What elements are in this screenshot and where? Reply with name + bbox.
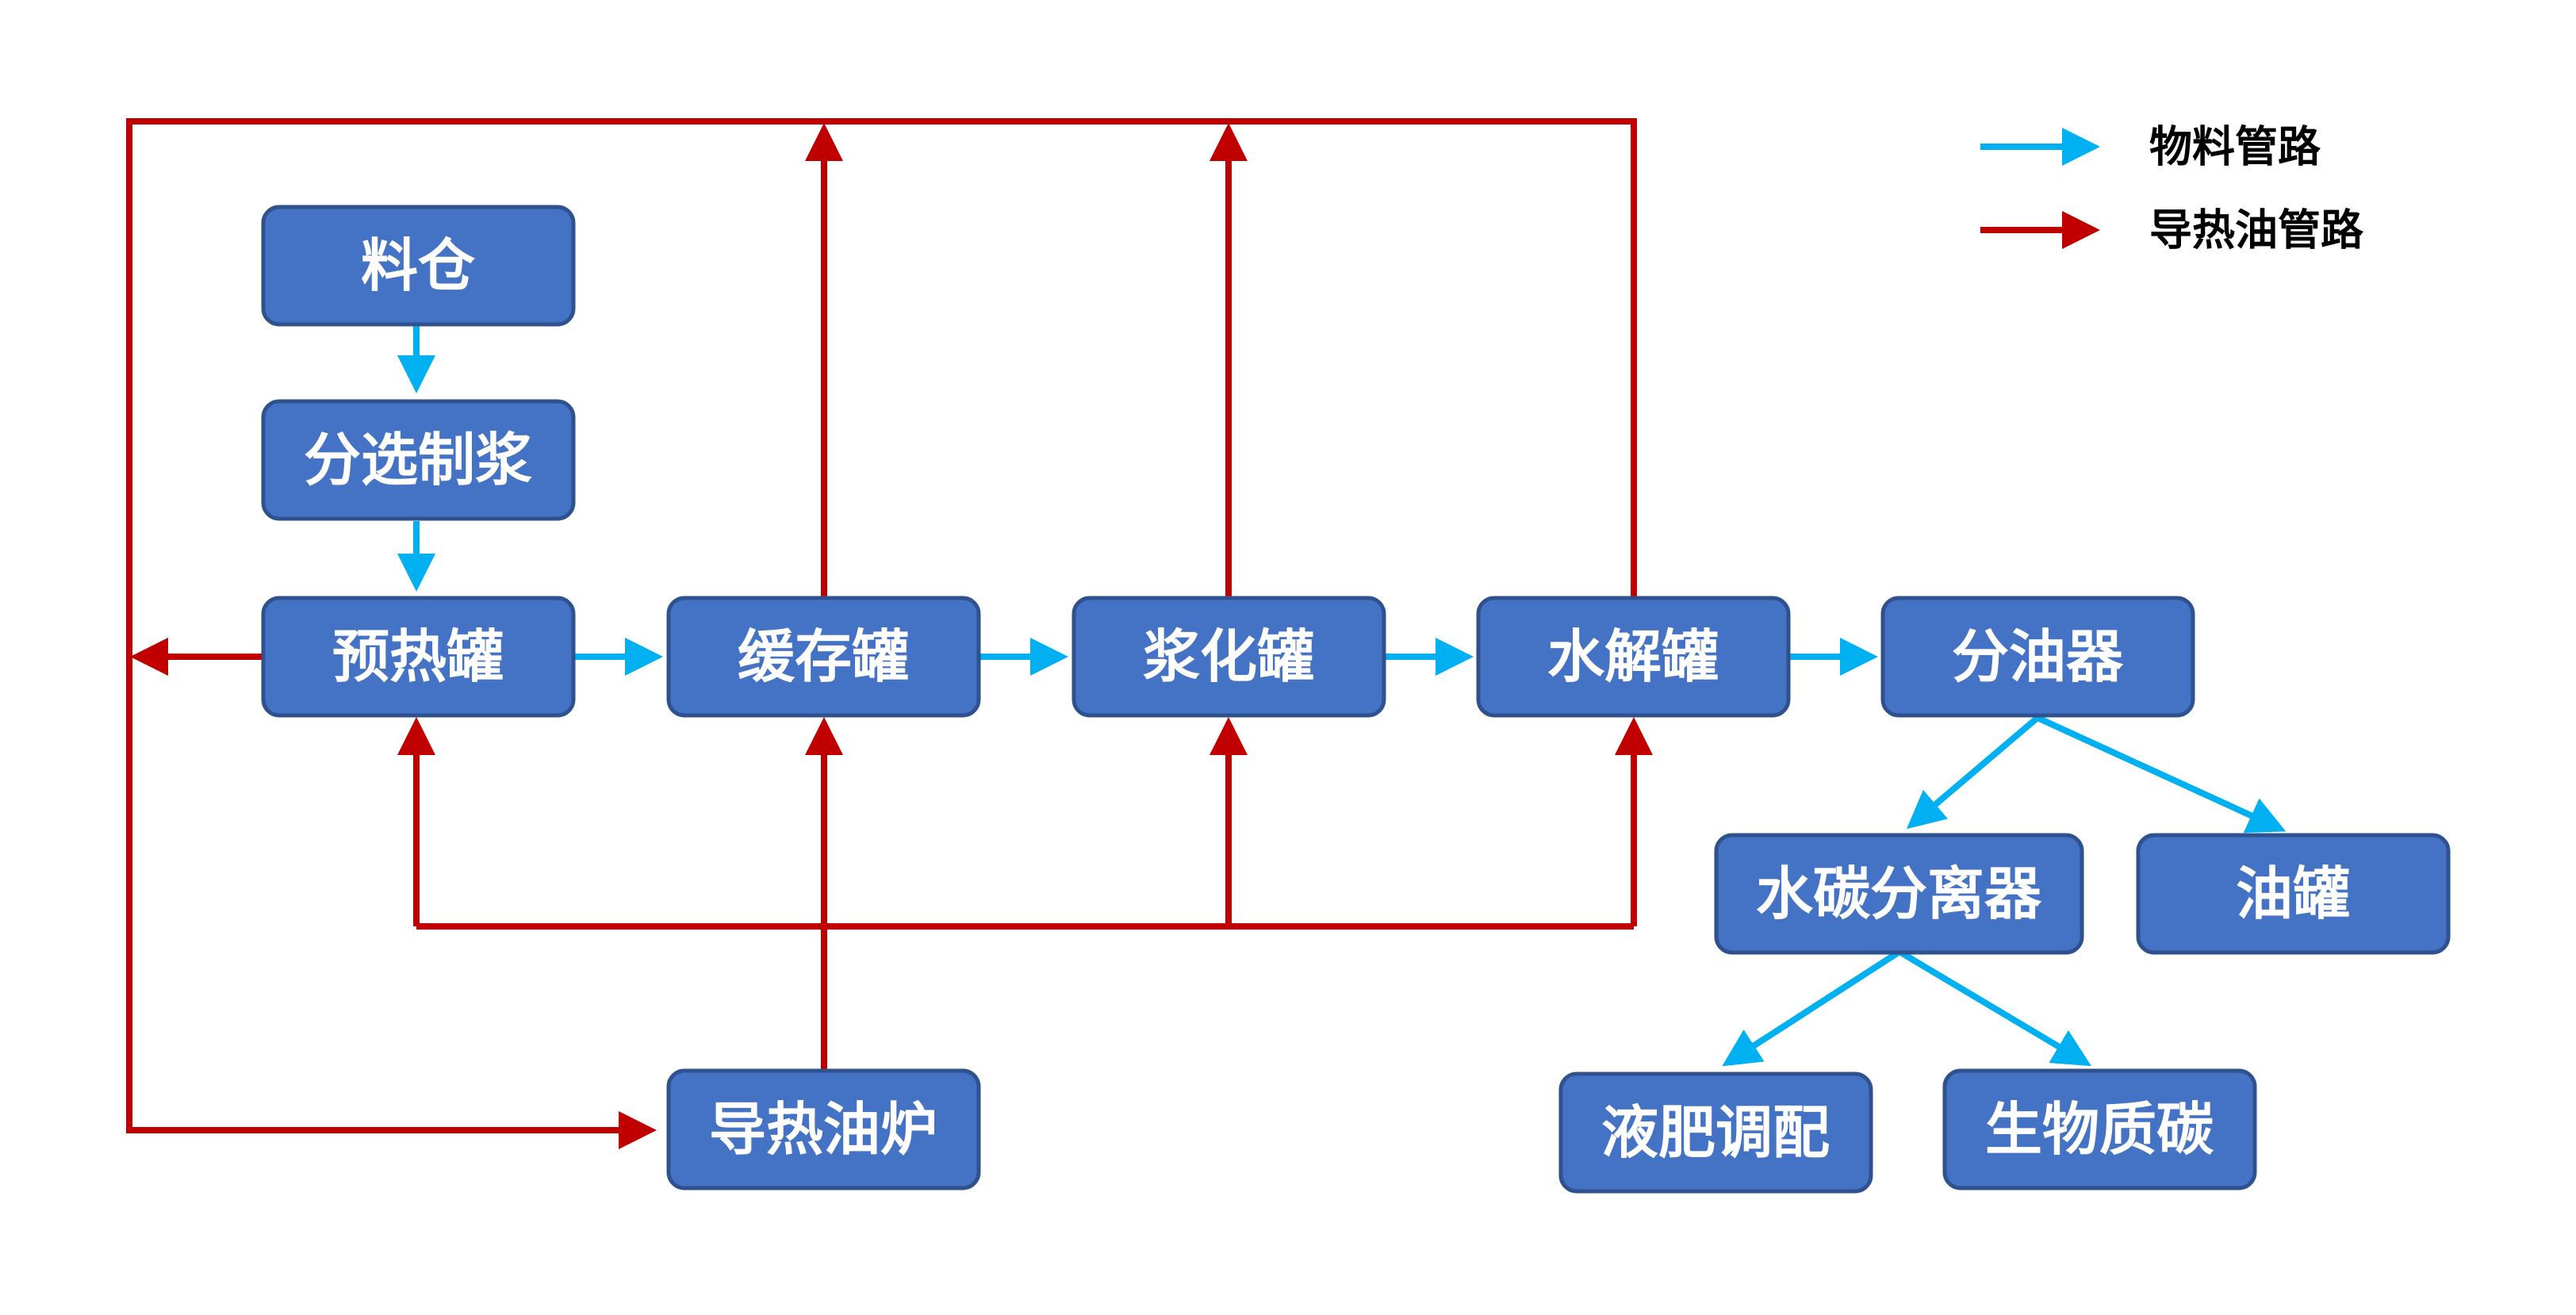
node-label: 分油器 bbox=[1952, 623, 2124, 690]
node-liaocang: 料仓 bbox=[261, 205, 576, 327]
node-huancun: 缓存罐 bbox=[666, 596, 981, 718]
node-label: 水碳分离器 bbox=[1756, 861, 2042, 927]
node-label: 水解罐 bbox=[1547, 623, 1719, 690]
node-shuitan: 水碳分离器 bbox=[1714, 833, 2084, 955]
node-label: 浆化罐 bbox=[1143, 623, 1314, 690]
legend-item-oil: 导热油管路 bbox=[1980, 205, 2364, 255]
material-pipe-watercarbon-to-fertilizer bbox=[1722, 949, 1902, 1067]
node-shengwu: 生物质碳 bbox=[1942, 1068, 2257, 1190]
node-jianghua: 浆化罐 bbox=[1071, 596, 1386, 718]
legend-material-label: 物料管路 bbox=[2149, 122, 2321, 172]
node-daore-lu: 导热油炉 bbox=[666, 1068, 981, 1190]
node-label: 料仓 bbox=[361, 232, 476, 299]
node-label: 分选制浆 bbox=[304, 427, 532, 493]
node-label: 导热油炉 bbox=[709, 1096, 937, 1163]
material-pipe-separator-to-watercarbon bbox=[1906, 715, 2040, 830]
node-shuijie: 水解罐 bbox=[1476, 596, 1791, 718]
oil-pipes bbox=[126, 118, 1653, 1149]
node-youguan: 油罐 bbox=[2136, 833, 2451, 955]
legend-item-material: 物料管路 bbox=[1980, 122, 2321, 172]
node-label: 预热罐 bbox=[332, 623, 504, 690]
material-pipe-separator-to-oiltank bbox=[2036, 715, 2287, 834]
node-fenyou: 分油器 bbox=[1880, 596, 2195, 718]
oil-pipe-top-loop bbox=[126, 118, 1637, 1149]
node-label: 油罐 bbox=[2236, 861, 2350, 927]
material-pipes bbox=[397, 325, 2287, 1067]
node-fenxuan: 分选制浆 bbox=[261, 399, 576, 521]
material-pipe-watercarbon-to-biochar bbox=[1897, 949, 2091, 1067]
node-label: 生物质碳 bbox=[1985, 1096, 2214, 1163]
node-yure: 预热罐 bbox=[261, 596, 576, 718]
legend: 物料管路 导热油管路 bbox=[1980, 122, 2364, 255]
node-label: 缓存罐 bbox=[738, 623, 909, 690]
legend-oil-label: 导热油管路 bbox=[2149, 205, 2364, 255]
node-yefei: 液肥调配 bbox=[1558, 1072, 1873, 1194]
node-label: 液肥调配 bbox=[1601, 1099, 1830, 1166]
